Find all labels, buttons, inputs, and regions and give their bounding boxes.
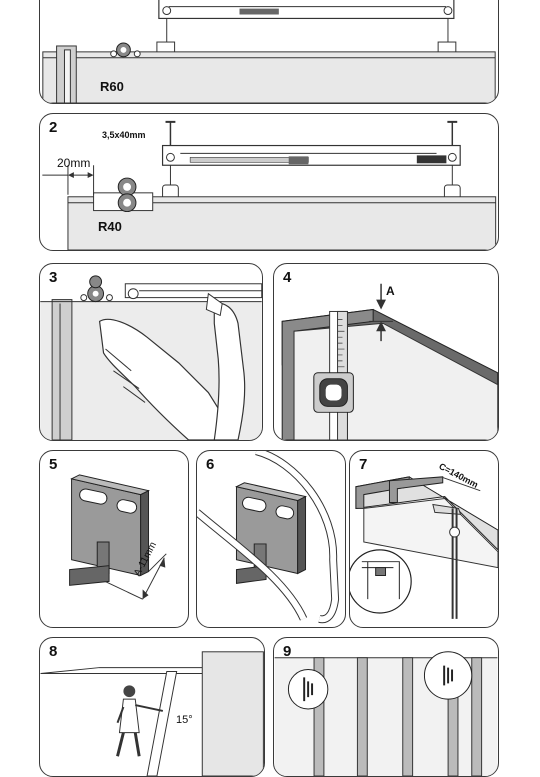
step-4-illustration <box>281 283 498 440</box>
step-8-illustration <box>40 651 264 776</box>
step-2-number: 2 <box>49 119 58 136</box>
step-7-panel: 7 C=140mm <box>349 450 499 628</box>
tilt-angle-label: 15° <box>176 714 193 726</box>
step-6-number: 6 <box>206 456 215 473</box>
profile-label-r40: R40 <box>98 219 122 234</box>
step-2-illustration <box>42 120 497 250</box>
step-6-panel: 6 <box>196 450 346 628</box>
step-3-panel: 3 <box>39 263 263 441</box>
step-2-panel: 2 3,5x40mm 20mm R40 <box>39 113 499 251</box>
step-5-illustration <box>69 474 167 600</box>
step-9-panel: 9 <box>273 637 499 777</box>
step-1-panel: R60 <box>39 0 499 104</box>
measure-point-label: A <box>386 284 395 298</box>
step-1-illustration <box>42 0 496 103</box>
step-4-panel: 4 A <box>273 263 499 441</box>
step-9-number: 9 <box>283 643 292 660</box>
step-8-panel: 8 15° <box>39 637 265 777</box>
step-3-illustration <box>40 275 262 440</box>
step-7-number: 7 <box>359 456 368 473</box>
step-8-number: 8 <box>49 643 58 660</box>
step-6-illustration <box>197 451 340 624</box>
step-7-illustration <box>350 476 498 619</box>
step-5-number: 5 <box>49 456 58 473</box>
profile-label-r60: R60 <box>100 79 124 94</box>
step-3-number: 3 <box>49 269 58 286</box>
screw-size-label: 3,5x40mm <box>102 130 146 140</box>
step-5-panel: 5 A-11mm <box>39 450 189 628</box>
step-9-illustration <box>274 651 498 776</box>
gap-dimension-label: 20mm <box>57 156 91 170</box>
step-4-number: 4 <box>283 269 292 286</box>
